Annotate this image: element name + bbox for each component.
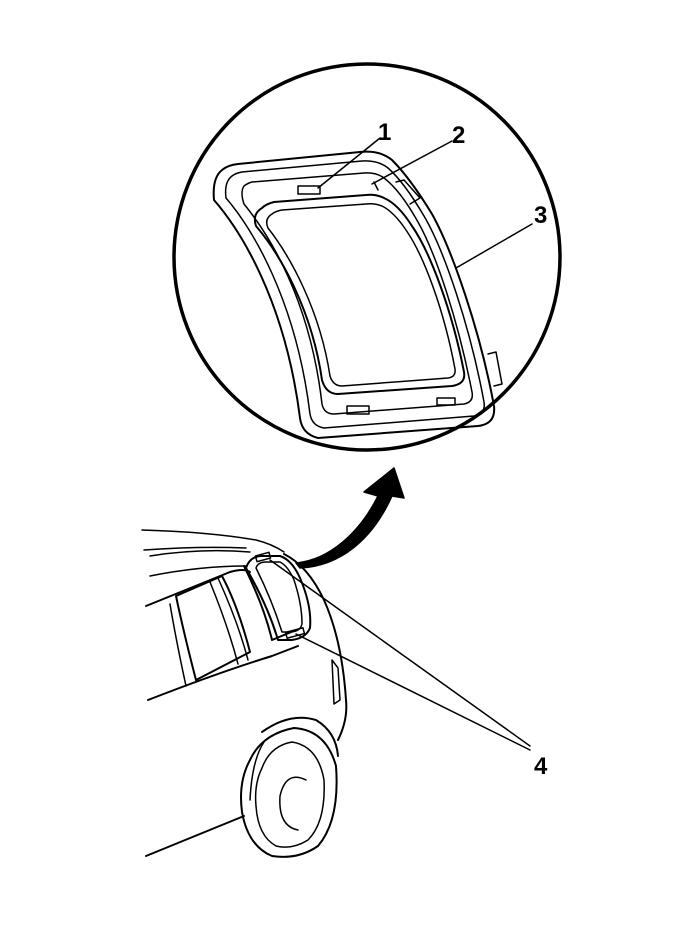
housing-outer — [212, 150, 496, 439]
leader-4b — [295, 633, 531, 751]
vehicle-tab-top — [254, 551, 272, 563]
rear-window-line-3 — [169, 603, 187, 687]
tab-bottom-left — [346, 405, 370, 415]
quarter-panel — [283, 553, 348, 741]
tire-sidewall — [254, 741, 325, 848]
side-clip-upper — [395, 179, 421, 205]
tire-outer — [240, 727, 338, 858]
rear-window-line-1 — [209, 581, 239, 665]
side-clip-lower — [487, 351, 503, 387]
rear-window — [175, 575, 251, 681]
leader-1 — [317, 137, 381, 189]
wheel-hub — [279, 776, 307, 831]
roof-edge — [149, 565, 247, 577]
leader-2 — [371, 140, 453, 185]
callout-3: 3 — [534, 202, 547, 229]
fuel-door-bezel-inner — [255, 561, 303, 633]
fuel-door-bezel — [245, 555, 312, 641]
housing-lip — [224, 160, 486, 429]
tab-top — [297, 185, 321, 195]
roof-rail — [143, 546, 247, 551]
callout-2: 2 — [452, 122, 465, 149]
roof-rail-2 — [149, 549, 251, 557]
magnifier-circle — [172, 62, 562, 452]
vehicle-tab-bottom — [284, 627, 306, 639]
rocker-line — [145, 815, 245, 857]
rear-window-line-2 — [217, 577, 249, 661]
fender-flare — [261, 716, 339, 757]
leader-3 — [455, 223, 533, 269]
vehicle-illustration — [141, 529, 531, 858]
roof-line — [141, 529, 285, 553]
fuel-door-opening-inner — [265, 203, 456, 387]
curved-arrow — [295, 467, 405, 569]
leader-4a — [269, 559, 531, 747]
callout-1: 1 — [378, 119, 391, 146]
c-pillar — [243, 565, 297, 641]
fuel-door-opening — [253, 193, 466, 395]
tire-tread-line — [249, 741, 265, 801]
tab-bottom-right — [436, 397, 456, 406]
housing-step — [241, 172, 474, 415]
detail-view — [172, 62, 562, 452]
body-lower — [147, 645, 299, 701]
quarter-panel-inner — [331, 659, 341, 705]
callout-4: 4 — [534, 753, 548, 780]
